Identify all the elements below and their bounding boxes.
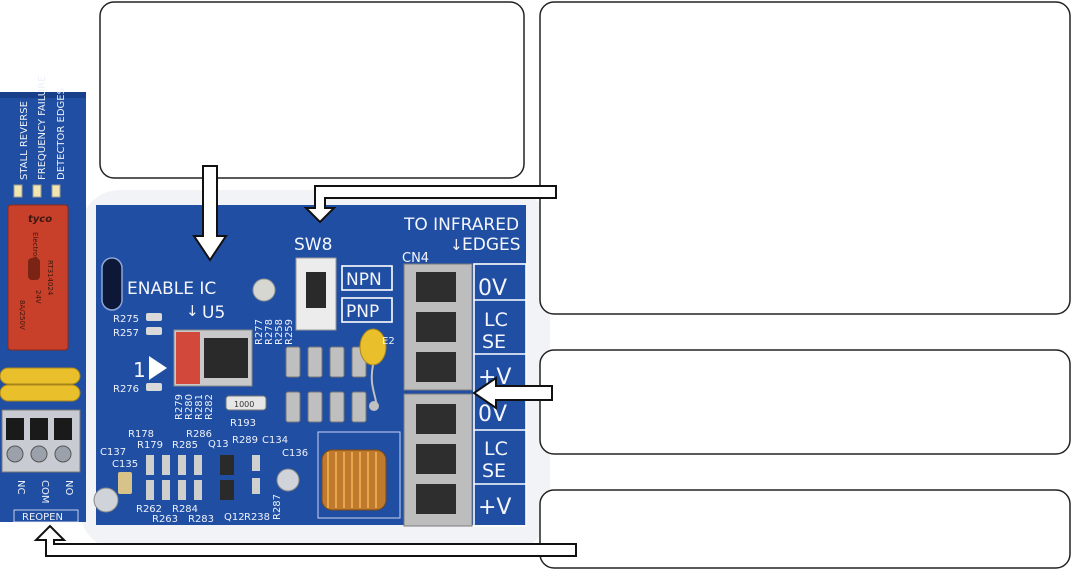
svg-text:R286: R286 — [186, 429, 212, 440]
relay-icon — [28, 258, 40, 280]
electrolytic-cap — [276, 468, 300, 492]
terminal-lc: LC — [484, 309, 508, 331]
led-stall — [13, 184, 23, 198]
svg-text:R238: R238 — [244, 512, 270, 523]
relay-terminal-com: COM — [39, 480, 50, 503]
led-label-stall-reverse: STALL REVERSE — [19, 101, 30, 180]
svg-text:R278: R278 — [264, 319, 275, 345]
terminal-0v: 0V — [478, 276, 507, 301]
led-detector — [51, 184, 61, 198]
relay-terminal-no: NO — [63, 480, 74, 495]
screw-icon — [30, 445, 48, 463]
svg-text:RT314024: RT314024 — [46, 260, 54, 296]
arrow-edges — [472, 376, 553, 410]
down-arrow-icon: ↓ — [186, 302, 199, 320]
svg-text:R283: R283 — [188, 514, 214, 525]
standoff — [252, 278, 276, 302]
relay-terminal-nc: NC — [15, 480, 26, 494]
inductor-outline — [317, 431, 401, 519]
switch-option-pnp — [341, 297, 393, 323]
resistor-label: R276 — [113, 384, 139, 395]
down-arrow-icon: ↓ — [450, 236, 463, 254]
svg-text:R193: R193 — [230, 418, 256, 429]
relay-markings: tyco Electronics RT314024 24V 8A/250V — [18, 214, 54, 330]
terminal-se: SE — [482, 331, 506, 353]
chip-label: U5 — [202, 303, 225, 323]
ceramic-cap — [359, 328, 387, 366]
pin-one-arrow-icon — [149, 356, 167, 380]
switch-label: SW8 — [294, 235, 332, 255]
screw-icon — [54, 445, 72, 463]
svg-text:R262: R262 — [136, 504, 162, 515]
svg-text:Q13: Q13 — [208, 439, 229, 450]
led-label-frequency-failure: FREQUENCY FAILURE — [37, 76, 48, 180]
svg-text:Electronics: Electronics — [31, 232, 39, 271]
resistor-label: R257 — [113, 328, 139, 339]
svg-text:R280: R280 — [184, 394, 195, 420]
svg-text:R282: R282 — [204, 394, 215, 420]
svg-text:R277: R277 — [254, 319, 265, 345]
callout-edges — [539, 349, 1071, 455]
block-title-line1: TO INFRARED — [403, 215, 519, 235]
led-label-detector-edges: DETECTOR EDGES — [56, 88, 67, 180]
svg-text:R258: R258 — [274, 319, 285, 345]
svg-text:R287: R287 — [272, 494, 283, 520]
callout-enable-ic — [99, 1, 525, 179]
svg-text:R281: R281 — [194, 394, 205, 420]
screw-icon — [6, 445, 24, 463]
electrolytic-cap — [93, 487, 119, 513]
svg-text:R178: R178 — [128, 429, 154, 440]
mounting-slot — [101, 257, 123, 311]
switch-option-npn-label: NPN — [346, 270, 382, 290]
svg-text:R263: R263 — [152, 514, 178, 525]
svg-text:R279: R279 — [174, 394, 185, 420]
inductor — [321, 449, 387, 511]
ic-socket-red-tab — [176, 332, 200, 384]
main-board: ENABLE IC ↓ U5 R275 R257 R276 1 SW8 NPN — [93, 205, 527, 527]
svg-text:C137: C137 — [100, 447, 126, 458]
cap-yellow-1 — [0, 367, 81, 385]
terminal-se: SE — [482, 460, 506, 482]
enable-ic-label: ENABLE IC — [127, 279, 216, 299]
led-frequency — [32, 184, 42, 198]
callout-switch — [539, 1, 1071, 315]
connector-label: CN4 — [402, 251, 429, 266]
resistor-label: R275 — [113, 314, 139, 325]
svg-text:R179: R179 — [137, 440, 163, 451]
relay-footer-label: REOPEN — [22, 512, 63, 523]
svg-text:R289: R289 — [232, 435, 258, 446]
svg-text:E2: E2 — [382, 336, 395, 347]
svg-text:C136: C136 — [282, 448, 308, 459]
svg-text:tyco: tyco — [28, 214, 52, 225]
svg-text:R285: R285 — [172, 440, 198, 451]
resistor-1000 — [225, 395, 267, 411]
arrow-enable-ic — [192, 165, 228, 262]
arrow-switch — [303, 185, 557, 224]
svg-text:1000: 1000 — [234, 400, 254, 409]
block-title-line2: EDGES — [462, 235, 521, 255]
svg-text:C134: C134 — [262, 435, 288, 446]
relay-board: STALL REVERSE FREQUENCY FAILURE DETECTOR… — [0, 76, 86, 523]
connector-cn4[interactable] — [403, 263, 473, 527]
cap-yellow-2 — [0, 384, 81, 402]
terminal-lc: LC — [484, 438, 508, 460]
svg-text:24V: 24V — [34, 290, 42, 304]
svg-text:Q12: Q12 — [224, 512, 245, 523]
callout-reopen — [539, 489, 1071, 569]
terminal-plus-v: +V — [478, 495, 511, 520]
led-labels: STALL REVERSE FREQUENCY FAILURE DETECTOR… — [19, 76, 67, 180]
pin-one-label: 1 — [133, 358, 146, 382]
svg-text:R259: R259 — [284, 319, 295, 345]
svg-text:R284: R284 — [172, 504, 198, 515]
smd-array — [118, 455, 260, 500]
ic-chip — [204, 338, 248, 378]
svg-text:C135: C135 — [112, 459, 138, 470]
switch-option-npn — [341, 265, 393, 291]
switch-option-pnp-label: PNP — [346, 302, 379, 322]
arrow-reopen — [33, 524, 577, 557]
svg-text:8A/250V: 8A/250V — [18, 300, 26, 330]
